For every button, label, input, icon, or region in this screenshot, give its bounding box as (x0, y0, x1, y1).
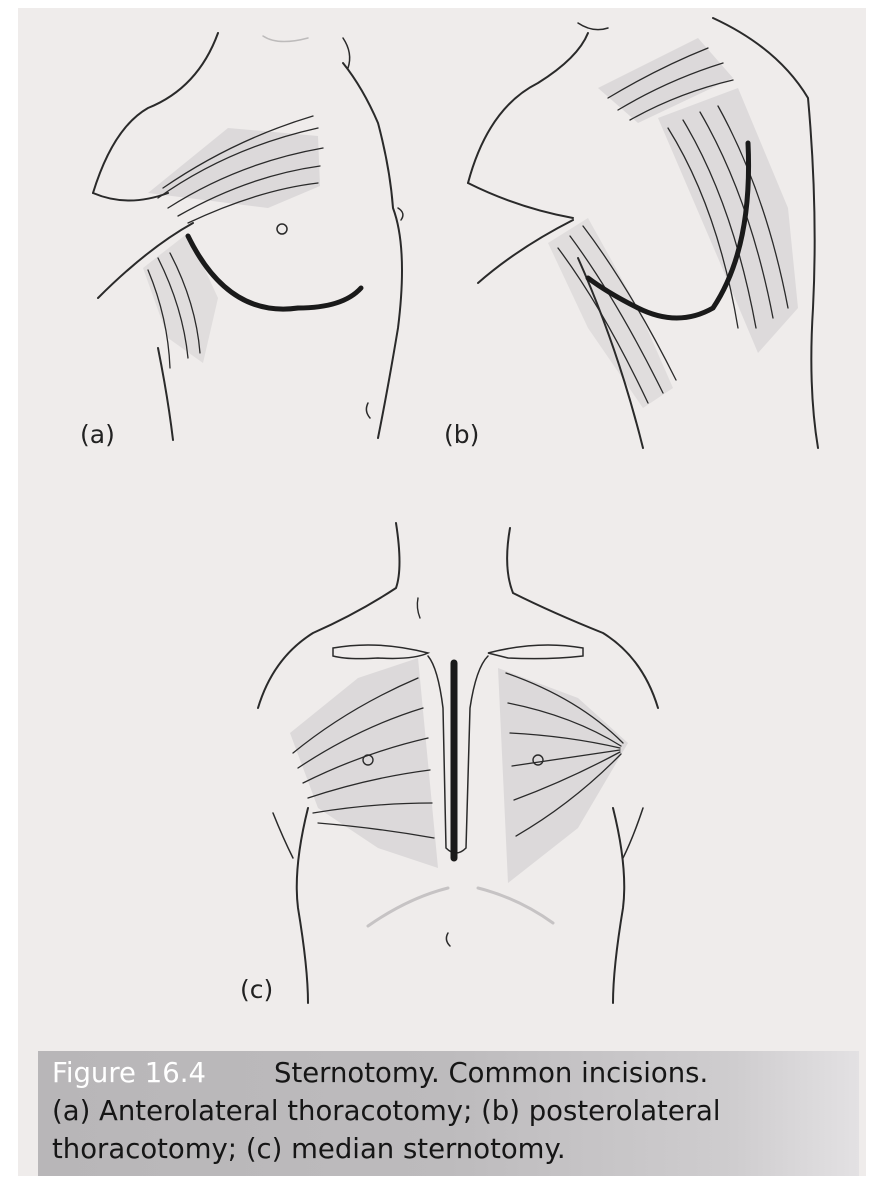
caption-line-3: thoracotomy; (c) median sternotomy. (52, 1133, 566, 1165)
panel-b-drawing (468, 18, 818, 448)
caption-line-2: (a) Anterolateral thoracotomy; (b) poste… (52, 1095, 721, 1127)
figure-number: Figure 16.4 (52, 1057, 274, 1089)
panel-c-drawing (258, 523, 658, 1003)
panel-label-c: (c) (240, 975, 273, 1004)
panel-a-drawing (93, 33, 403, 440)
panel-label-a: (a) (80, 420, 115, 449)
thoracic-incisions-illustration (18, 8, 866, 1048)
panel-label-b: (b) (444, 420, 479, 449)
figure-title: Sternotomy. Common incisions. (274, 1057, 708, 1089)
